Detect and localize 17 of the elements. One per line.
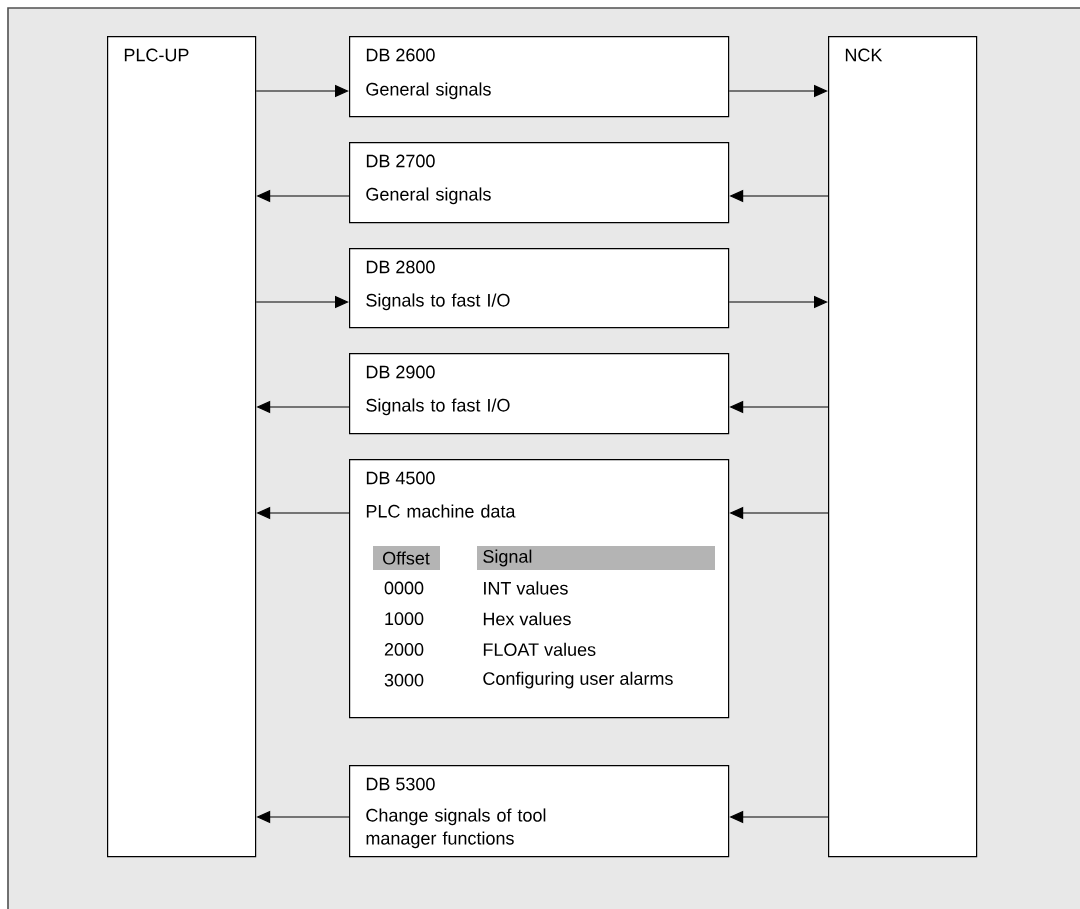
table-cell: Hex values <box>483 612 571 626</box>
data-block-box: DB 2900 Signals to fast I/O <box>349 353 730 435</box>
table-header-cell: Offset <box>373 546 440 570</box>
table-cell: 3000 <box>384 673 424 687</box>
table-cell: FLOAT values <box>483 642 596 657</box>
data-block-box: DB 2800 Signals to fast I/O <box>349 248 730 329</box>
table-cell: 1000 <box>385 612 424 626</box>
data-block-box: DB 2700 General signals <box>349 142 730 224</box>
table-cell: 0000 <box>384 581 424 595</box>
data-block-box: DB 5300 Change signals of tool manager functions <box>349 765 730 858</box>
table-cell: INT values <box>484 581 568 595</box>
data-block-box: DB 2600 General signals <box>349 36 730 118</box>
unit-box: PLC-UP <box>107 36 257 858</box>
table-header-cell: Signal <box>477 546 715 570</box>
table-cell: 2000 <box>384 643 424 656</box>
unit-box: NCK <box>828 36 978 858</box>
table-cell: Configuring user alarms <box>483 671 673 689</box>
